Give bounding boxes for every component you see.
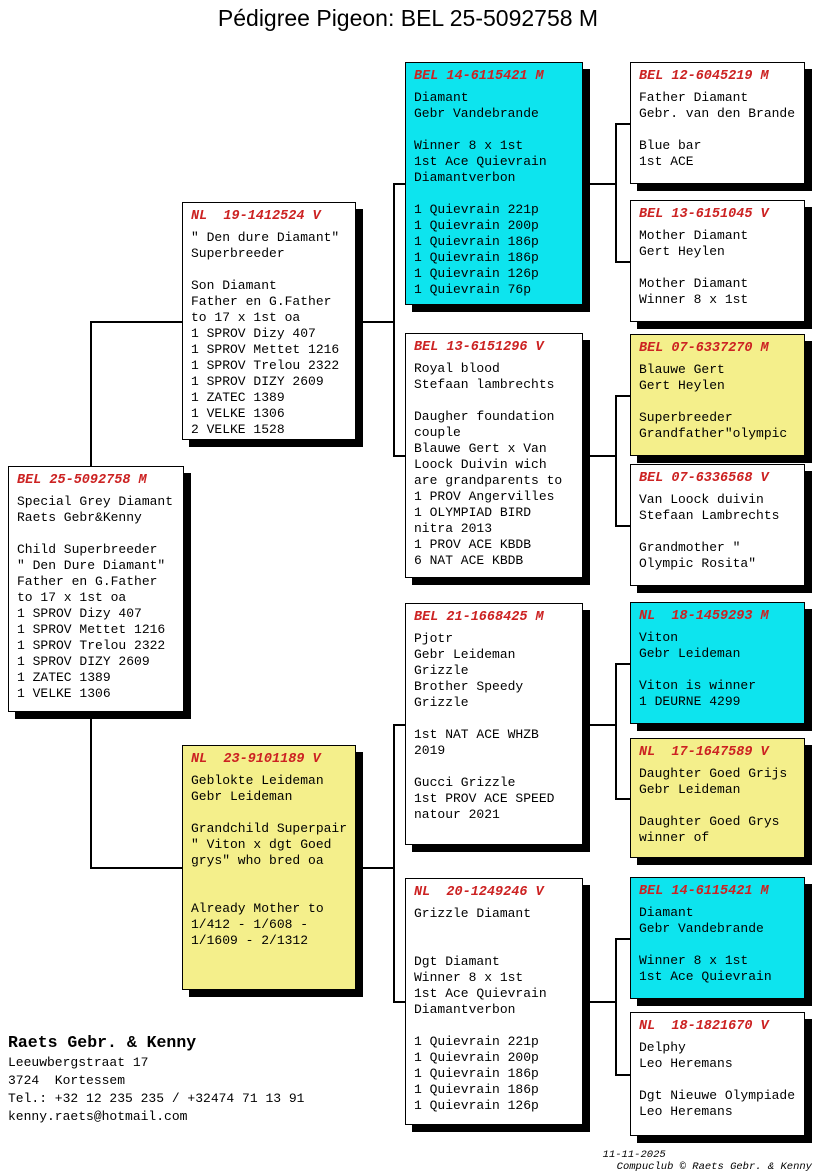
box-text: Grizzle Diamant Dgt Diamant Winner 8 x 1…	[414, 906, 547, 1113]
box-text: Viton Gebr Leideman Viton is winner 1 DE…	[639, 630, 757, 709]
connector-line	[615, 938, 617, 1076]
ring-number: BEL 21-1668425 M	[414, 610, 544, 625]
box-text: Delphy Leo Heremans Dgt Nieuwe Olympiade…	[639, 1040, 796, 1119]
breeder-phone: Tel.: +32 12 235 235 / +32474 71 13 91	[8, 1091, 305, 1106]
box-text: Pjotr Gebr Leideman Grizzle Brother Spee…	[414, 631, 555, 822]
connector-line	[393, 183, 395, 457]
box-text: Diamant Gebr Vandebrande Winner 8 x 1st …	[414, 90, 547, 297]
box-parent-bottom: NL 23-9101189 V Geblokte Leideman Gebr L…	[182, 745, 356, 990]
connector-line	[90, 321, 182, 323]
box-text: Father Diamant Gebr. van den Brande Blue…	[639, 90, 796, 169]
box-great-grandparent-8: NL 18-1821670 V Delphy Leo Heremans Dgt …	[630, 1012, 805, 1136]
connector-line	[615, 525, 630, 527]
connector-line	[583, 455, 615, 457]
footer-credit: Compuclub © Raets Gebr. & Kenny	[616, 1161, 812, 1173]
box-great-grandparent-6: NL 17-1647589 V Daughter Goed Grijs Gebr…	[630, 738, 805, 858]
connector-line	[393, 724, 395, 1003]
ring-number: NL 18-1821670 V	[639, 1019, 769, 1034]
box-text: Royal blood Stefaan lambrechts Daugher f…	[414, 361, 563, 568]
box-great-grandparent-7: BEL 14-6115421 M Diamant Gebr Vandebrand…	[630, 877, 805, 999]
box-text: Mother Diamant Gert Heylen Mother Diaman…	[639, 228, 749, 307]
box-text: Daughter Goed Grijs Gebr Leideman Daught…	[639, 766, 788, 845]
ring-number: BEL 07-6336568 V	[639, 471, 769, 486]
ring-number: NL 19-1412524 V	[191, 209, 321, 224]
connector-line	[615, 395, 630, 397]
connector-line	[615, 395, 617, 527]
connector-line	[615, 663, 617, 800]
connector-line	[583, 1001, 615, 1003]
connector-line	[393, 1001, 405, 1003]
breeder-info: Raets Gebr. & Kenny Leeuwbergstraat 17 3…	[8, 1032, 304, 1126]
connector-line	[615, 1074, 630, 1076]
ring-number: BEL 14-6115421 M	[639, 884, 769, 899]
box-text: Blauwe Gert Gert Heylen Superbreeder Gra…	[639, 362, 788, 441]
box-grandparent-3: BEL 21-1668425 M Pjotr Gebr Leideman Gri…	[405, 603, 583, 845]
connector-line	[90, 712, 92, 869]
box-great-grandparent-5: NL 18-1459293 M Viton Gebr Leideman Vito…	[630, 602, 805, 724]
box-parent-top: NL 19-1412524 V " Den dure Diamant" Supe…	[182, 202, 356, 440]
breeder-city: 3724 Kortessem	[8, 1073, 126, 1088]
box-text: " Den dure Diamant" Superbreeder Son Dia…	[191, 230, 340, 437]
ring-number: NL 18-1459293 M	[639, 609, 769, 624]
box-great-grandparent-1: BEL 12-6045219 M Father Diamant Gebr. va…	[630, 62, 805, 184]
ring-number: BEL 25-5092758 M	[17, 473, 147, 488]
breeder-name: Raets Gebr. & Kenny	[8, 1033, 197, 1052]
connector-line	[583, 724, 615, 726]
ring-number: NL 23-9101189 V	[191, 752, 321, 767]
box-grandparent-1: BEL 14-6115421 M Diamant Gebr Vandebrand…	[405, 62, 583, 305]
breeder-email: kenny.raets@hotmail.com	[8, 1109, 188, 1124]
connector-line	[615, 663, 630, 665]
ring-number: NL 20-1249246 V	[414, 885, 544, 900]
ring-number: BEL 14-6115421 M	[414, 69, 544, 84]
box-text: Van Loock duivin Stefaan Lambrechts Gran…	[639, 492, 780, 571]
box-text: Geblokte Leideman Gebr Leideman Grandchi…	[191, 773, 348, 948]
connector-line	[615, 123, 630, 125]
ring-number: BEL 12-6045219 M	[639, 69, 769, 84]
ring-number: BEL 07-6337270 M	[639, 341, 769, 356]
box-great-grandparent-3: BEL 07-6337270 M Blauwe Gert Gert Heylen…	[630, 334, 805, 456]
box-great-grandparent-2: BEL 13-6151045 V Mother Diamant Gert Hey…	[630, 200, 805, 322]
connector-line	[393, 183, 405, 185]
page-footer: 11-11-2025 Compuclub © Raets Gebr. & Ken…	[590, 1137, 812, 1173]
connector-line	[393, 724, 405, 726]
connector-line	[90, 321, 92, 468]
breeder-street: Leeuwbergstraat 17	[8, 1055, 149, 1070]
connector-line	[356, 321, 393, 323]
connector-line	[615, 798, 630, 800]
ring-number: BEL 13-6151296 V	[414, 340, 544, 355]
box-text: Diamant Gebr Vandebrande Winner 8 x 1st …	[639, 905, 772, 984]
connector-line	[356, 867, 393, 869]
connector-line	[615, 261, 630, 263]
footer-date: 11-11-2025	[602, 1149, 666, 1161]
ring-number: NL 17-1647589 V	[639, 745, 769, 760]
connector-line	[90, 867, 182, 869]
connector-line	[615, 123, 617, 263]
box-great-grandparent-4: BEL 07-6336568 V Van Loock duivin Stefaa…	[630, 464, 805, 586]
page-title: Pédigree Pigeon: BEL 25-5092758 M	[217, 5, 599, 31]
connector-line	[615, 938, 630, 940]
connector-line	[583, 183, 615, 185]
box-grandparent-4: NL 20-1249246 V Grizzle Diamant Dgt Diam…	[405, 878, 583, 1125]
box-subject: BEL 25-5092758 M Special Grey Diamant Ra…	[8, 466, 184, 712]
connector-line	[393, 455, 405, 457]
box-grandparent-2: BEL 13-6151296 V Royal blood Stefaan lam…	[405, 333, 583, 578]
ring-number: BEL 13-6151045 V	[639, 207, 769, 222]
box-text: Special Grey Diamant Raets Gebr&Kenny Ch…	[17, 494, 174, 701]
